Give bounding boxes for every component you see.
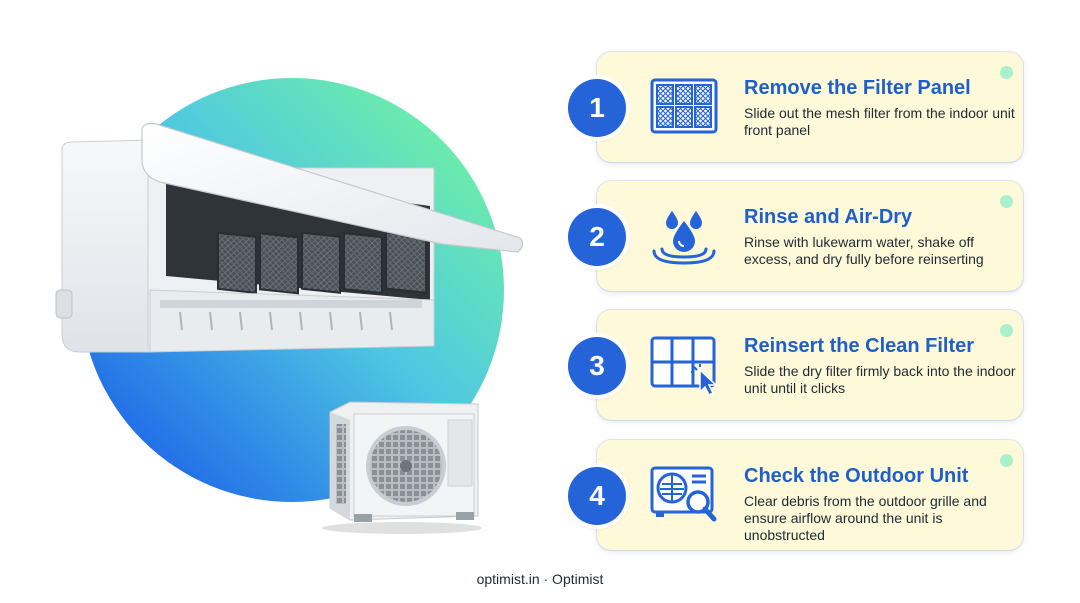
mesh-filter-icon [648, 76, 720, 138]
status-dot [1000, 195, 1013, 208]
step-number: 1 [568, 79, 626, 137]
outdoor-unit-search-icon [648, 464, 720, 526]
status-dot [1000, 66, 1013, 79]
step-2: 2 Rinse and Air-Dry Rinse with lukewarm … [568, 181, 1038, 293]
step-description: Rinse with lukewarm water, shake off exc… [744, 234, 984, 267]
step-4: 4 Check the Outdoor Unit Clear debris fr… [568, 440, 1038, 552]
status-dot [1000, 454, 1013, 467]
indoor-unit-image [55, 122, 524, 353]
step-title: Reinsert the Clean Filter [744, 335, 975, 357]
step-title: Check the Outdoor Unit [744, 465, 969, 487]
footer-credit: optimist.in · Optimist [476, 571, 604, 587]
step-description: Clear debris from the outdoor grille and… [744, 493, 987, 543]
hero-illustration [55, 78, 524, 534]
step-title: Rinse and Air-Dry [744, 206, 913, 228]
step-3: 3 Reinsert the Clean Filter Slide the dr… [568, 310, 1038, 422]
step-1: 1 Remove the Filter Panel Slide out the … [568, 52, 1038, 164]
status-dot [1000, 324, 1013, 337]
step-description: Slide out the mesh filter from the indoo… [744, 105, 1015, 138]
step-title: Remove the Filter Panel [744, 77, 971, 99]
step-number: 3 [568, 337, 626, 395]
step-number: 4 [568, 467, 626, 525]
water-drops-icon [648, 205, 720, 267]
step-description: Slide the dry filter firmly back into th… [744, 363, 1016, 396]
filter-cursor-icon [648, 334, 720, 397]
step-number: 2 [568, 208, 626, 266]
outdoor-unit-image [322, 401, 482, 534]
step-card [597, 181, 1023, 291]
